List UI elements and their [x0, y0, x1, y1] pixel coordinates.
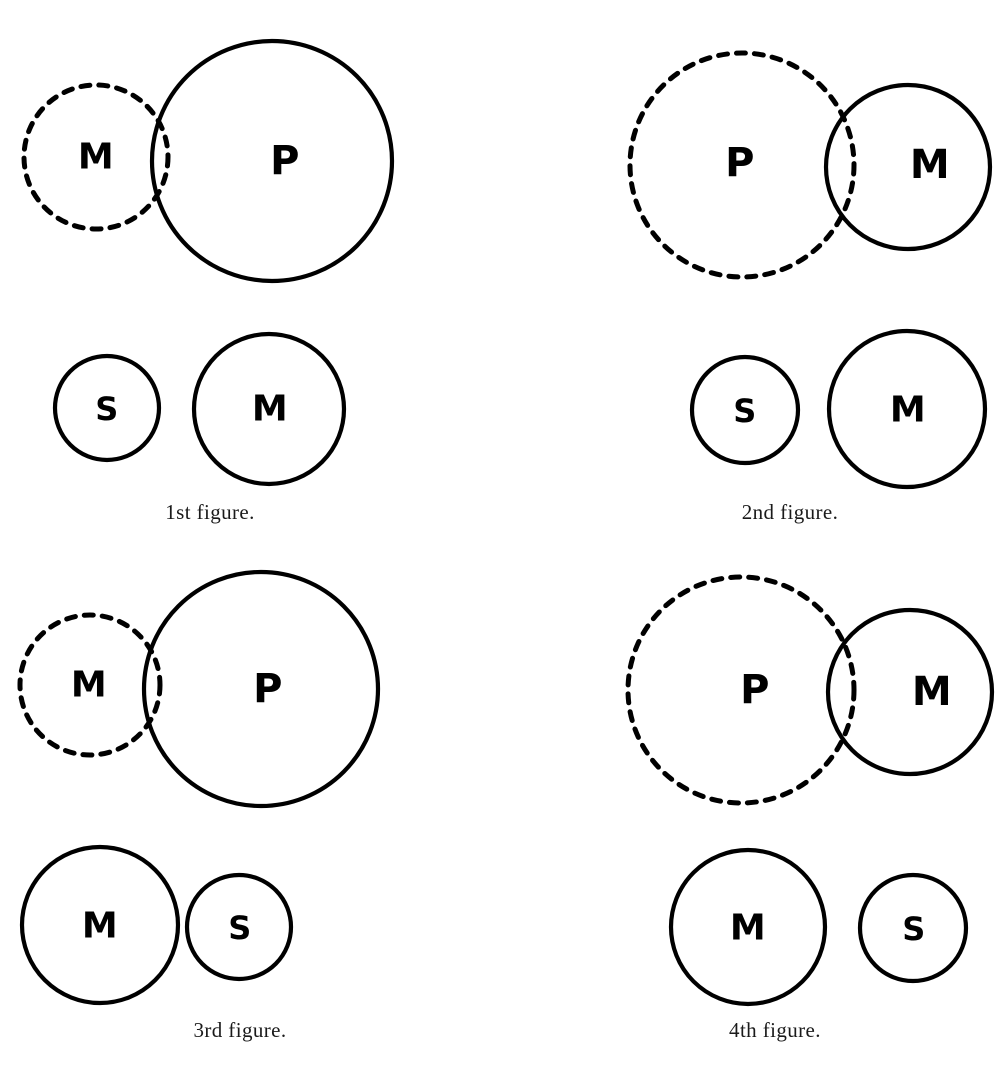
- figure-1-circle-P-solid: [149, 38, 395, 284]
- figure-1-label-S-conclusion: S: [95, 390, 119, 428]
- figure-2-label-M-conclusion: M: [890, 390, 926, 431]
- figure-1-label-M-premise: M: [78, 137, 114, 178]
- figure-1-label-M-conclusion: M: [252, 389, 288, 430]
- figure-4-circle-M-solid-conclusion: [668, 847, 828, 1007]
- figure-4-label-S-conclusion: S: [902, 910, 926, 948]
- figure-2-label-S-conclusion: S: [733, 392, 757, 430]
- figure-2-circle-S-solid: [689, 354, 801, 466]
- figure-1-circle-M-dashed: [21, 82, 171, 232]
- figure-1-diagram: M P S M: [21, 38, 395, 487]
- figure-1-group: M P S M: [0, 0, 500, 500]
- figure-2-caption: 2nd figure.: [741, 500, 839, 524]
- figure-3-label-M-conclusion: M: [82, 906, 118, 947]
- figure-3-caption: 3rd figure.: [193, 1018, 287, 1042]
- figure-4-label-M-conclusion: M: [730, 908, 766, 949]
- figure-4-circle-P-dashed: [625, 574, 857, 806]
- figure-1-caption: 1st figure.: [165, 500, 255, 524]
- figure-1-label-P-premise: P: [270, 138, 300, 184]
- figure-2-label-M-premise: M: [910, 142, 950, 188]
- figure-1-circle-S-solid: [52, 353, 162, 463]
- figure-4-caption: 4th figure.: [729, 1018, 821, 1042]
- figure-3-label-M-premise: M: [71, 665, 107, 706]
- figure-2-group: P M S M: [500, 0, 1000, 500]
- figure-3-circle-P-solid: [141, 569, 381, 809]
- figure-3-circle-M-dashed: [17, 612, 163, 758]
- figure-4-label-M-premise: M: [912, 669, 952, 715]
- figure-4-group: P M M S: [500, 540, 1000, 1020]
- figure-2-circle-P-dashed: [627, 50, 857, 280]
- figure-3-label-S-conclusion: S: [228, 909, 252, 947]
- figure-2-diagram: P M S M: [627, 50, 993, 490]
- figure-1-circle-M-solid: [191, 331, 347, 487]
- figure-4-diagram: P M M S: [625, 574, 995, 1007]
- figure-3-circle-S-solid: [184, 872, 294, 982]
- figure-2-label-P-premise: P: [725, 140, 755, 186]
- figure-2-circle-M-solid: [823, 82, 993, 252]
- figure-3-diagram: M P M S: [17, 569, 381, 1006]
- figure-3-circle-M-solid: [19, 844, 181, 1006]
- figure-3-label-P-premise: P: [253, 666, 283, 712]
- figure-4-label-P-premise: P: [740, 667, 770, 713]
- figure-4-circle-M-solid: [825, 607, 995, 777]
- figure-2-circle-M-solid-conclusion: [826, 328, 988, 490]
- figure-4-circle-S-solid: [857, 872, 969, 984]
- figure-3-group: M P M S: [0, 540, 500, 1020]
